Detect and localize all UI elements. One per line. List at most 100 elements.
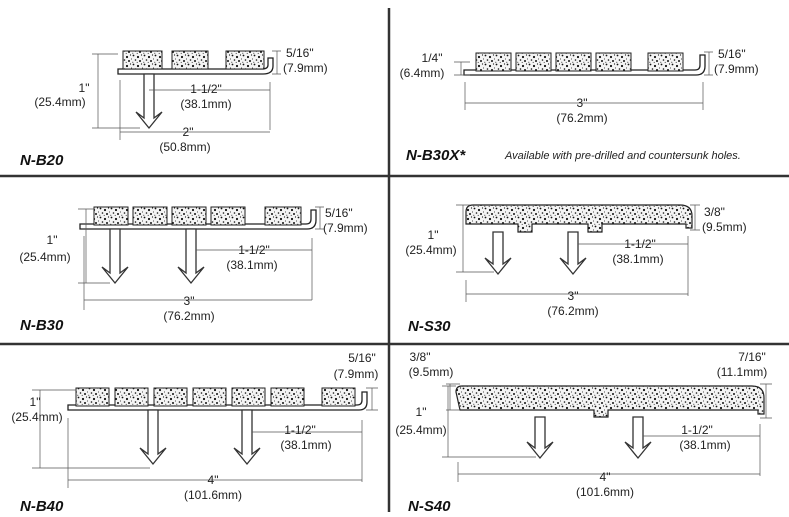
anchor-leg	[177, 228, 205, 285]
height-inch-label: 1"	[428, 228, 439, 242]
model-name: N-B20	[20, 152, 64, 169]
grit-insert	[270, 387, 305, 407]
spacing-mm-label: (38.1mm)	[180, 97, 231, 111]
thickness-mm-label: (7.9mm)	[714, 62, 759, 76]
grit-insert	[515, 52, 552, 72]
grit-insert	[93, 206, 129, 226]
grit-insert	[153, 387, 188, 407]
grit-insert	[225, 50, 265, 70]
thickness-mm-label: (7.9mm)	[283, 61, 328, 75]
grit-insert	[75, 387, 110, 407]
spacing-inch-label: 1-1/2"	[681, 423, 713, 437]
panel-n-b40: 1" (25.4mm) 5/16" (7.9mm) 1-1/2" (38.1mm…	[11, 351, 378, 515]
left-inch-label: 3/8"	[410, 350, 431, 364]
thickness-mm-label: (9.5mm)	[702, 220, 747, 234]
dim-height	[442, 385, 536, 458]
spacing-mm-label: (38.1mm)	[612, 252, 663, 266]
thickness-inch-label: 5/16"	[348, 351, 376, 365]
rail-body	[465, 204, 693, 233]
anchor-leg	[101, 228, 129, 285]
grit-insert	[647, 52, 684, 72]
grit-insert	[192, 387, 227, 407]
width-inch-label: 3"	[577, 96, 588, 110]
anchor-leg	[526, 416, 554, 460]
dim-thickness	[366, 387, 378, 411]
anchor-leg	[135, 73, 163, 130]
model-name: N-S30	[408, 318, 451, 335]
grit-insert	[210, 206, 246, 226]
model-name: N-B40	[20, 498, 64, 515]
dim-spacing	[149, 82, 271, 130]
height-mm-label: (25.4mm)	[405, 243, 456, 257]
dim-left-thickness	[454, 61, 470, 76]
dim-height	[456, 204, 494, 273]
panel-n-s40: 3/8" (9.5mm) 1" (25.4mm) 7/16" (11.1mm) …	[395, 350, 772, 515]
dim-spacing	[252, 420, 363, 482]
spacing-inch-label: 1-1/2"	[624, 237, 656, 251]
grit-insert	[264, 206, 302, 226]
dim-width	[67, 418, 362, 488]
dim-thickness	[315, 206, 324, 230]
anchor-leg	[559, 231, 587, 276]
height-mm-label: (25.4mm)	[34, 95, 85, 109]
dim-spacing	[196, 238, 313, 300]
width-mm-label: (76.2mm)	[556, 111, 607, 125]
width-mm-label: (76.2mm)	[547, 304, 598, 318]
grit-insert	[132, 206, 168, 226]
spacing-mm-label: (38.1mm)	[226, 258, 277, 272]
dim-width	[83, 236, 312, 310]
left-mm-label: (6.4mm)	[400, 66, 445, 80]
thickness-inch-label: 5/16"	[718, 47, 746, 61]
thickness-mm-label: (7.9mm)	[323, 221, 368, 235]
thickness-inch-label: 5/16"	[286, 46, 314, 60]
left-inch-label: 1/4"	[422, 51, 443, 65]
grit-insert	[321, 387, 356, 407]
panel-n-b20: 1" (25.4mm) 5/16" (7.9mm) 1-1/2" (38.1mm…	[20, 46, 328, 169]
dim-width	[465, 280, 688, 302]
grit-insert	[475, 52, 512, 72]
height-inch-label: 1"	[79, 81, 90, 95]
grit-insert	[171, 206, 207, 226]
thickness-mm-label: (7.9mm)	[334, 367, 379, 381]
dim-height	[32, 389, 150, 469]
dim-width	[119, 80, 270, 140]
dim-width	[457, 462, 760, 482]
grit-insert	[114, 387, 149, 407]
rail-body	[455, 385, 765, 418]
spacing-mm-label: (38.1mm)	[280, 438, 331, 452]
grit-insert	[231, 387, 266, 407]
dim-thickness	[760, 383, 772, 419]
height-inch-label: 1"	[416, 405, 427, 419]
anchor-leg	[484, 231, 512, 276]
panel-n-b30: 1" (25.4mm) 5/16" (7.9mm) 1-1/2" (38.1mm…	[19, 206, 367, 334]
thickness-inch-label: 3/8"	[704, 205, 725, 219]
width-inch-label: 3"	[568, 289, 579, 303]
width-mm-label: (76.2mm)	[163, 309, 214, 323]
spacing-inch-label: 1-1/2"	[238, 243, 270, 257]
width-inch-label: 4"	[208, 473, 219, 487]
width-mm-label: (101.6mm)	[576, 485, 634, 499]
dim-thickness	[272, 50, 281, 75]
width-inch-label: 2"	[183, 125, 194, 139]
model-name: N-S40	[408, 498, 451, 515]
grit-insert	[171, 50, 209, 70]
availability-note: Available with pre-drilled and countersu…	[504, 150, 741, 162]
spacing-inch-label: 1-1/2"	[284, 423, 316, 437]
dim-thickness	[704, 51, 713, 76]
width-mm-label: (101.6mm)	[184, 488, 242, 502]
spacing-inch-label: 1-1/2"	[190, 82, 222, 96]
grit-insert	[595, 52, 632, 72]
anchor-leg	[139, 409, 167, 466]
width-inch-label: 4"	[600, 470, 611, 484]
spacing-mm-label: (38.1mm)	[679, 438, 730, 452]
dim-spacing	[643, 424, 761, 476]
thickness-inch-label: 5/16"	[325, 206, 353, 220]
height-mm-label: (25.4mm)	[19, 250, 70, 264]
model-name: N-B30	[20, 317, 64, 334]
dim-width	[464, 82, 704, 110]
height-mm-label: (25.4mm)	[395, 423, 446, 437]
anchor-leg	[233, 409, 261, 466]
height-inch-label: 1"	[47, 233, 58, 247]
grit-insert	[555, 52, 592, 72]
dim-height	[78, 208, 110, 284]
